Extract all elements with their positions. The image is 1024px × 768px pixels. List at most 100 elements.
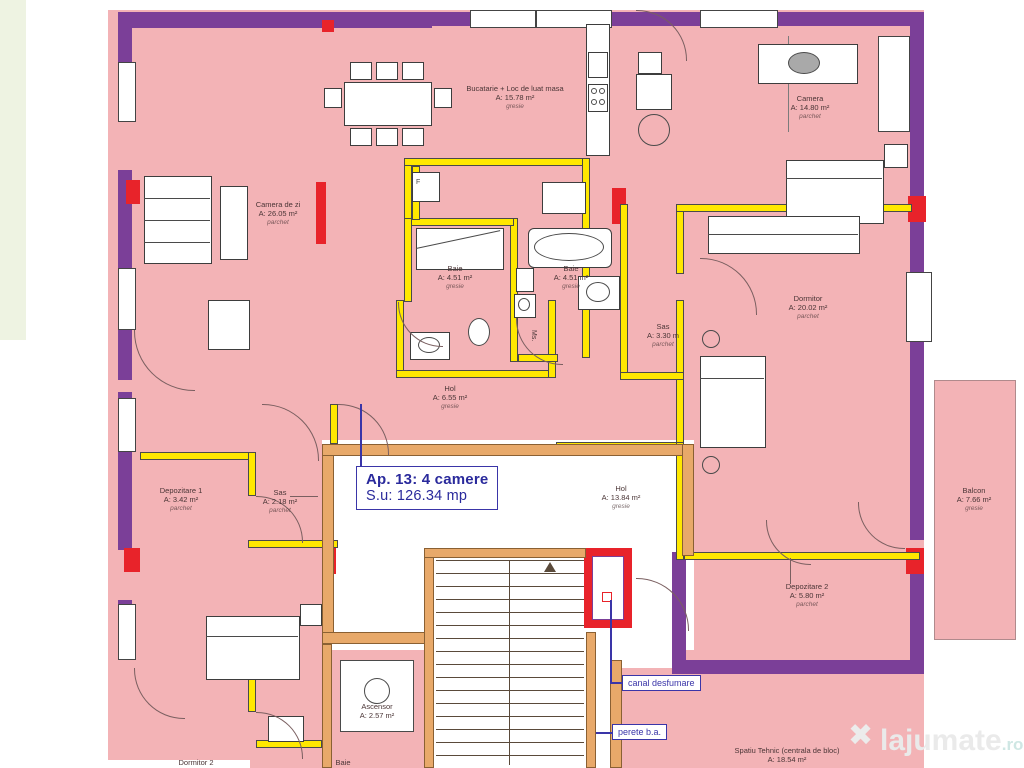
room-label-sas-stanga: Sas A: 2.18 m² parchet	[262, 488, 298, 514]
chair-6	[402, 128, 424, 146]
apartment-callout[interactable]: Ap. 13: 4 camere S.u: 126.34 mp	[356, 466, 499, 510]
partition-dep1-right	[248, 452, 256, 496]
hob-burner-2	[599, 88, 605, 94]
red-shaft-mark	[602, 592, 612, 602]
sofa-line-3	[144, 242, 210, 243]
room-label-bucatarie: Bucatarie + Loc de luat masa A: 15.78 m²…	[466, 84, 564, 110]
window-top-right	[700, 10, 778, 28]
partition-sas-stanga-right	[330, 404, 338, 444]
nightstand-camera	[884, 144, 908, 168]
bed-dormitor2	[206, 616, 300, 680]
room-label-camera: Camera A: 14.80 m² parchet	[790, 94, 830, 120]
room-label-ms: Ms.	[529, 330, 537, 342]
fridge-label: F	[416, 179, 421, 186]
perete-ba-leader	[596, 732, 612, 734]
bathtub-2-inner	[534, 233, 604, 261]
chair-2	[376, 62, 398, 80]
plan-notch-right-bottom	[1016, 380, 1024, 768]
annotation-canal-desfumare[interactable]: canal desfumare	[622, 675, 701, 691]
wardrobe-dormitor-x1	[708, 234, 858, 235]
interior-wall-bottom-right-run	[672, 660, 924, 674]
kitchen-chair-round-area	[636, 74, 672, 110]
partition-sas-left	[620, 204, 628, 380]
canal-desfumare-leader-h	[610, 682, 624, 684]
wardrobe-dormitor	[708, 216, 860, 254]
washer-drum	[518, 298, 530, 311]
apartment-callout-area: S.u: 126.34 mp	[366, 488, 468, 504]
core-wall-right	[682, 444, 694, 556]
room-label-hol-1: Hol A: 6.55 m² gresie	[432, 384, 468, 410]
hatch-line-1	[788, 36, 789, 132]
tv-unit-living	[220, 186, 248, 260]
core-wall-stair-left	[424, 548, 434, 768]
chair-7	[324, 88, 342, 108]
watermark-logo: lajumate.ro	[880, 724, 1023, 758]
armchair-living	[208, 300, 250, 350]
core-wall-stair-right	[586, 632, 596, 768]
hob-burner-1	[591, 88, 597, 94]
core-wall-stair-top	[424, 548, 586, 558]
wc-2	[516, 268, 534, 292]
annotation-perete-ba-text: perete b.a.	[618, 727, 662, 737]
partition-kitchen-left	[404, 158, 412, 224]
partition-sas-bottom	[620, 372, 684, 380]
room-label-dormitor-2: Dormitor 2	[178, 758, 214, 767]
core-wall-left	[322, 444, 334, 644]
window-left-mid	[118, 268, 136, 330]
room-label-baie-2: Baie A: 4.51 m² gresie	[553, 264, 589, 290]
room-label-ascensor: Ascensor A: 2.57 m²	[359, 702, 395, 721]
red-wall-living-right	[316, 182, 326, 244]
watermark-x-icon: ✖	[848, 719, 874, 752]
nightstand-dormitor-2	[702, 456, 720, 474]
core-wall-lift-left	[322, 644, 332, 768]
exterior-wall-right-upper	[910, 12, 924, 204]
stair-tread-lines	[436, 560, 584, 765]
annotation-perete-ba[interactable]: perete b.a.	[612, 724, 668, 740]
plan-notch-bottom-left	[0, 570, 108, 768]
bed-camera-line	[786, 178, 882, 179]
exterior-wall-right-lower	[910, 570, 924, 674]
hob-burner-3	[591, 99, 597, 105]
sofa-line-2	[144, 220, 210, 221]
window-top-left	[470, 10, 536, 28]
window-bottom-left	[118, 604, 136, 660]
sink-2-bowl	[586, 282, 610, 302]
shower-tray	[542, 182, 586, 214]
partition-bath-top	[404, 218, 514, 226]
window-left-lower	[118, 398, 136, 452]
room-label-sas-dreapta: Sas A: 3.30 m parchet	[646, 322, 680, 348]
bed-camera	[786, 160, 884, 224]
round-table	[638, 114, 670, 146]
bed-dormitor	[700, 356, 766, 448]
window-left-upper	[118, 62, 136, 122]
partition-dep1-top	[140, 452, 256, 460]
bed-dormitor-line	[700, 378, 764, 379]
exterior-wall-left-upper	[118, 12, 132, 70]
red-wall-far-right-pier	[908, 196, 926, 222]
elevator-circle-icon	[364, 678, 390, 704]
room-label-baie-3: Baie	[335, 758, 351, 767]
sofa-line-1	[144, 198, 210, 199]
chair-5	[376, 128, 398, 146]
apartment-callout-leader	[360, 404, 362, 466]
partition-kitchen-bottom	[404, 158, 590, 166]
nightstand-dormitor	[702, 330, 720, 348]
kitchen-sink	[588, 52, 608, 78]
interior-wall-kitchen-top	[132, 20, 432, 28]
bed-dormitor2-line	[206, 636, 298, 637]
stair-arrow-head	[544, 562, 556, 572]
room-label-depozitare-1: Depozitare 1 A: 3.42 m² parchet	[159, 486, 203, 512]
sink-2	[578, 276, 620, 310]
partition-hall-top	[396, 370, 556, 378]
window-right-mid	[906, 272, 932, 342]
sas-leader	[290, 496, 318, 497]
balcony-rail	[934, 380, 1016, 640]
nightstand-dormitor2	[300, 604, 322, 626]
room-label-baie-1: Baie A: 4.51 m² gresie	[437, 264, 473, 290]
wc-1	[468, 318, 490, 346]
chair-4	[350, 128, 372, 146]
annotation-canal-desfumare-text: canal desfumare	[628, 678, 695, 688]
dining-table	[344, 82, 432, 126]
apartment-floor-lower-right	[672, 560, 924, 670]
